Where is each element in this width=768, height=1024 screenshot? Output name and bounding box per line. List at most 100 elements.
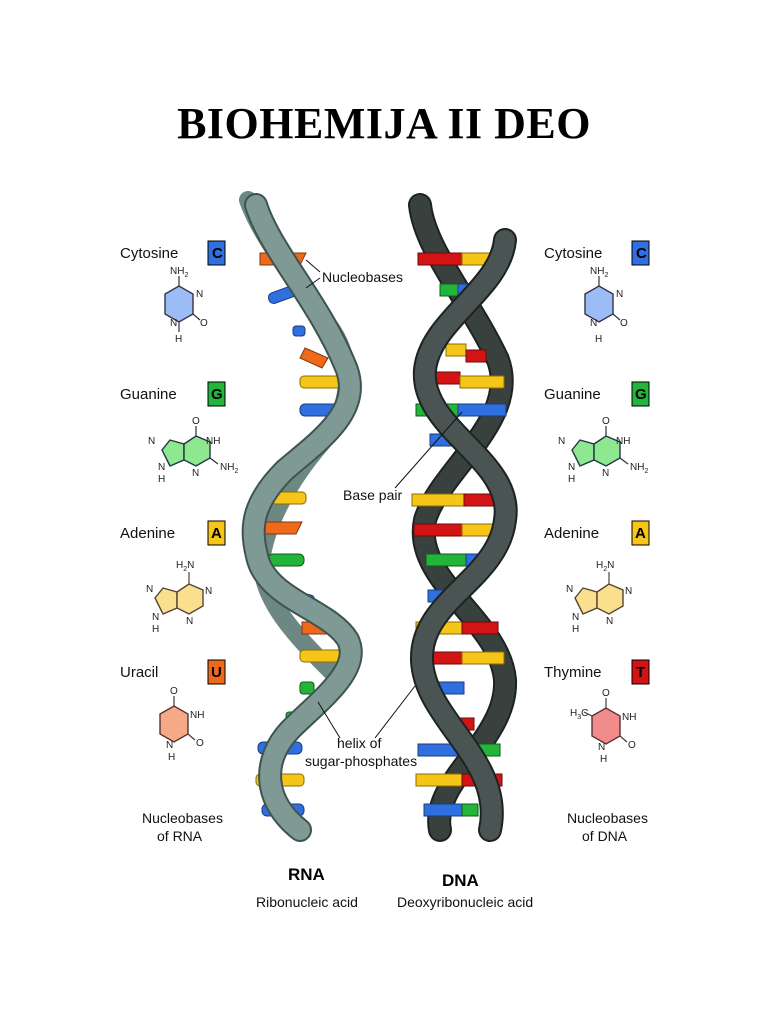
svg-text:NH2: NH2 [630,462,648,475]
svg-text:N: N [566,584,573,595]
svg-text:N: N [148,436,155,447]
svg-text:N: N [186,616,193,627]
svg-text:N: N [170,318,177,329]
svg-text:N: N [166,740,173,751]
helix-pointer-rna [317,701,341,739]
guanine-structure-icon: O NH NH2 N N H N [148,416,238,485]
rna-subtitle: Ribonucleic acid [256,894,358,910]
base-name: Adenine [544,525,599,542]
dna-base-pair [461,621,499,635]
thymine-structure-icon: O H3C NH O N H [570,688,636,765]
svg-text:N: N [590,318,597,329]
svg-text:O: O [196,738,204,749]
svg-text:N: N [205,586,212,597]
base-pair-pointer [394,411,463,489]
base-pair-label: Base pair [343,487,402,503]
uracil-badge [207,659,226,685]
base-name: Guanine [544,386,601,403]
svg-text:O: O [602,416,610,427]
dna-base-pair [461,651,505,665]
dna-title: DNA [442,871,479,890]
svg-text:H: H [168,752,175,763]
adenine-structure-icon: H2N N N N N H [146,560,212,635]
svg-text:N: N [625,586,632,597]
dna-base-pair [411,493,465,507]
svg-text:N: N [616,289,623,300]
svg-text:N: N [158,462,165,473]
rna-backbone-front-fill [243,195,361,840]
dna-base-pair [415,773,463,787]
badge-letter: C [212,245,223,262]
svg-text:O: O [628,740,636,751]
rna-base-uracil [299,347,329,369]
svg-text:NH2: NH2 [170,266,188,279]
svg-text:H3C: H3C [570,708,588,721]
svg-text:O: O [200,318,208,329]
dna-base-pair [425,553,467,567]
svg-text:N: N [572,612,579,623]
adenine-structure-icon: H2N N N N N H [566,560,632,635]
svg-text:H: H [175,334,182,345]
svg-text:O: O [602,688,610,699]
badge-letter: G [635,386,647,403]
base-name: Cytosine [120,245,178,262]
badge-letter: C [636,245,647,262]
rna-base-guanine [267,553,305,567]
dna-base-pair [457,403,507,417]
helix-label-line1: helix of [337,735,381,751]
cytosine-badge [631,240,650,266]
helix-label-line2: sugar-phosphates [305,753,417,769]
callouts: Nucleobases Base pair helix of sugar-pho… [305,259,463,769]
dna-subtitle: Deoxyribonucleic acid [397,894,533,910]
guanine-badge [207,381,226,407]
uracil-structure-icon: O NH O N H [159,686,204,763]
thymine-badge [631,659,650,685]
svg-text:NH: NH [616,436,630,447]
dna-base-pair [417,252,463,266]
dna-base-pair [459,375,505,389]
base-name: Cytosine [544,245,602,262]
dna-base-pair [439,283,459,297]
svg-text:O: O [620,318,628,329]
svg-text:NH: NH [622,712,636,723]
rna-nucleobases-caption: of RNA [157,828,203,844]
rna-nucleobases-caption: Nucleobases [142,810,223,826]
dna-helix [408,193,518,842]
base-name: Adenine [120,525,175,542]
svg-text:H: H [600,754,607,765]
base-name: Thymine [544,664,602,681]
svg-text:N: N [606,616,613,627]
adenine-badge [207,520,226,546]
dna-base-pair [461,803,479,817]
svg-text:NH2: NH2 [220,462,238,475]
rna-nucleobases-column: Cytosine C NH2 N O N H Guanine G O NH NH… [120,240,238,844]
svg-text:H: H [152,624,159,635]
svg-text:N: N [196,289,203,300]
svg-text:N: N [568,462,575,473]
svg-text:N: N [146,584,153,595]
svg-text:O: O [170,686,178,697]
rna-helix [239,191,363,842]
svg-text:H2N: H2N [596,560,614,573]
badge-letter: T [636,664,645,681]
svg-text:H: H [595,334,602,345]
base-name: Uracil [120,664,158,681]
base-name: Guanine [120,386,177,403]
cytosine-badge [207,240,226,266]
svg-text:NH: NH [190,710,204,721]
dna-nucleobases-caption: Nucleobases [567,810,648,826]
dna-backbone-strand-2-fill [411,230,516,840]
svg-text:N: N [602,468,609,479]
guanine-badge [631,381,650,407]
badge-letter: G [211,386,223,403]
svg-text:H: H [568,474,575,485]
page-title: BIOHEMIJA II DEO [177,99,591,148]
svg-text:NH2: NH2 [590,266,608,279]
dna-base-pair [465,349,487,363]
helix-pointer-dna [374,685,416,739]
guanine-structure-icon: O NH NH2 N N H N [558,416,648,485]
svg-text:N: N [558,436,565,447]
nucleobases-pointer [305,259,321,273]
svg-text:N: N [598,742,605,753]
